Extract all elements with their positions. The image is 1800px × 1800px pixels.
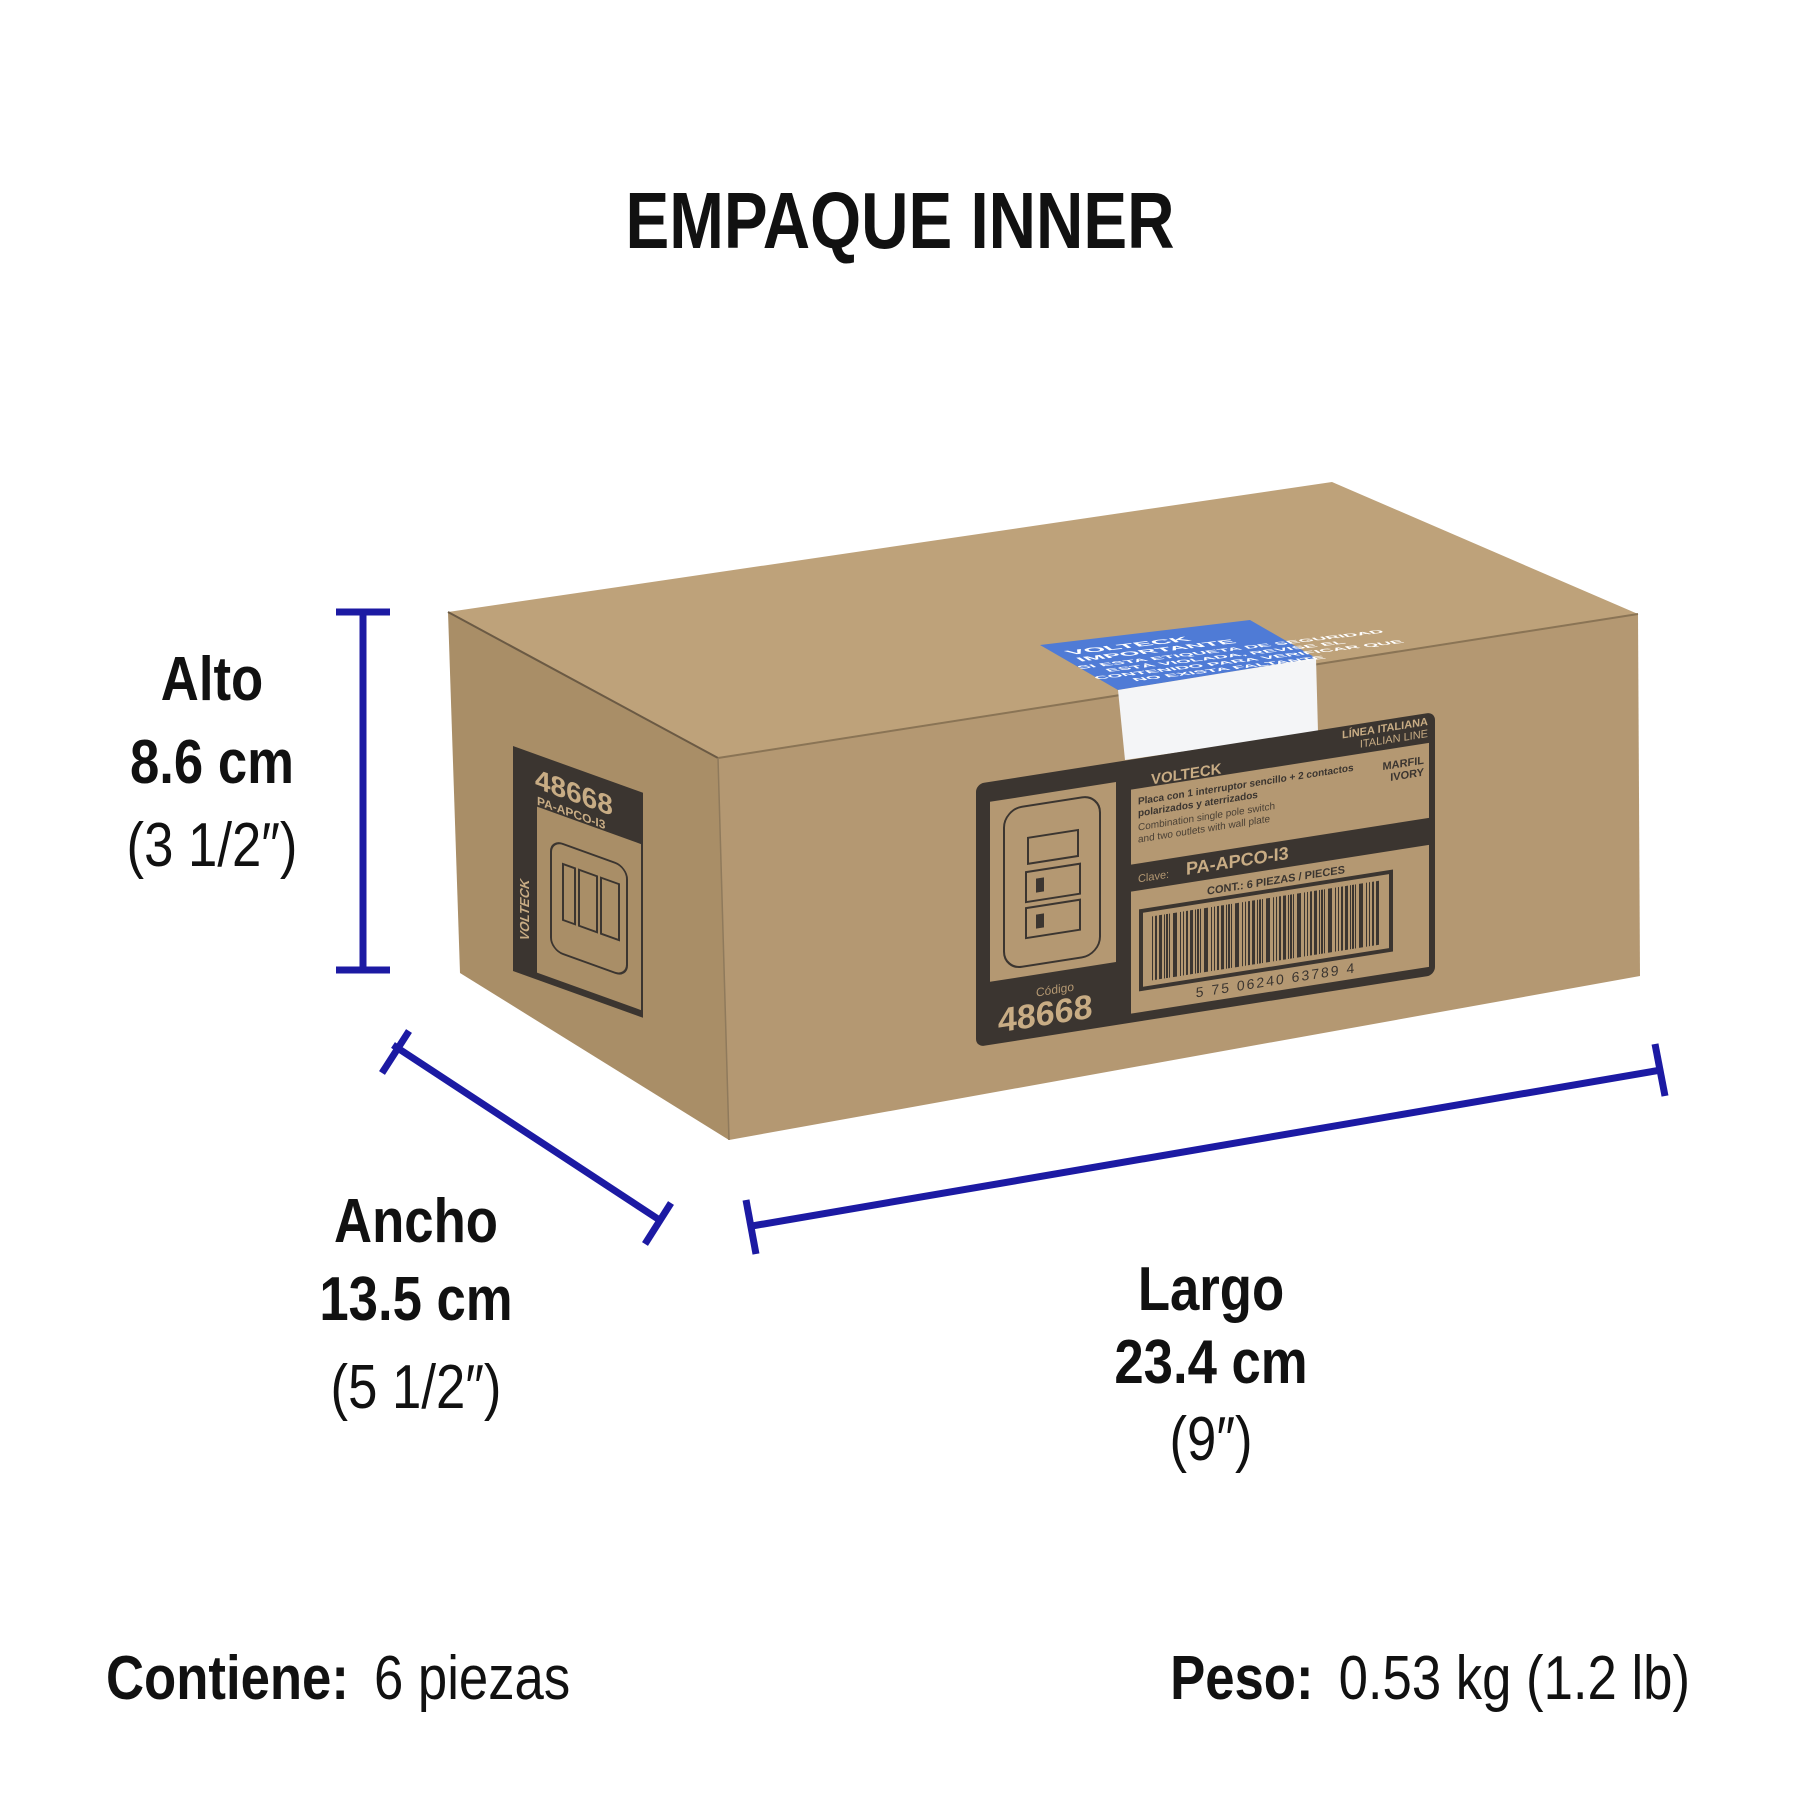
barcode-bar xyxy=(1290,894,1292,959)
barcode-bar xyxy=(1200,908,1201,973)
barcode-bar xyxy=(1186,910,1188,976)
barcode-bar xyxy=(1266,897,1270,963)
weight-value: 0.53 kg (1.2 lb) xyxy=(1339,1644,1690,1713)
barcode-bar xyxy=(1248,900,1250,966)
barcode-bar xyxy=(1324,889,1325,954)
barcode-bar xyxy=(1166,913,1168,979)
alto-imperial: (3 1/2″) xyxy=(127,811,298,880)
length-dimension-line xyxy=(742,1043,1669,1255)
barcode-bar xyxy=(1366,882,1367,947)
barcode-bar xyxy=(1183,911,1184,976)
barcode-bar xyxy=(1164,914,1165,979)
barcode-bar xyxy=(1335,887,1336,952)
barcode-bar xyxy=(1321,889,1323,954)
barcode-bar xyxy=(1359,883,1363,948)
barcode-bar xyxy=(1297,892,1301,958)
cardboard-box: VOLTECK IMPORTANTE SI ESTA ETIQUETA DE S… xyxy=(447,482,1640,1141)
page-title: EMPAQUE INNER xyxy=(625,176,1174,266)
barcode-bar xyxy=(1283,895,1286,960)
width-dimension-line xyxy=(379,1029,674,1246)
dimension-lines xyxy=(336,608,1669,1255)
barcode-bar xyxy=(1307,891,1308,957)
barcode-bar xyxy=(1173,912,1177,978)
ancho-metric: 13.5 cm xyxy=(319,1265,512,1334)
barcode-bar xyxy=(1159,914,1162,980)
barcode-bar xyxy=(1195,909,1196,974)
box-top-face xyxy=(448,482,1638,758)
barcode-bar xyxy=(1242,902,1243,967)
largo-imperial: (9″) xyxy=(1169,1405,1252,1474)
codigo-label: Código xyxy=(1036,980,1074,1000)
barcode-bar xyxy=(1279,896,1281,961)
barcode-bar xyxy=(1217,905,1219,971)
barcode-bar xyxy=(1197,908,1199,974)
side-label: 48668 PA-APCO-I3 VOLTECK xyxy=(513,746,643,1018)
side-brand: VOLTECK xyxy=(517,876,532,943)
largo-metric: 23.4 cm xyxy=(1114,1328,1307,1397)
barcode-bar xyxy=(1328,888,1332,953)
plate-illustration xyxy=(990,782,1116,982)
barcode-bar xyxy=(1338,887,1339,952)
barcode-bar xyxy=(1369,882,1370,947)
clave-label: Clave: xyxy=(1138,869,1169,886)
weight-label: Peso: xyxy=(1170,1644,1313,1713)
barcode-bar xyxy=(1155,915,1157,980)
contents-value: 6 piezas xyxy=(374,1644,570,1713)
security-sticker: VOLTECK IMPORTANTE SI ESTA ETIQUETA DE S… xyxy=(1040,620,1406,760)
alto-label: Alto xyxy=(161,645,263,714)
barcode-bar xyxy=(1310,891,1312,956)
product-label: Código 48668 LÍNEA ITALIANA ITALIAN LINE… xyxy=(976,713,1435,1046)
largo-label: Largo xyxy=(1138,1255,1284,1324)
barcode-bar xyxy=(1273,897,1274,962)
barcode-bar xyxy=(1259,899,1261,964)
barcode-bar xyxy=(1262,898,1263,964)
barcode-bar xyxy=(1350,885,1351,950)
ancho-imperial: (5 1/2″) xyxy=(331,1353,502,1422)
barcode-bar xyxy=(1257,899,1258,964)
ancho-label: Ancho xyxy=(334,1187,498,1256)
alto-metric: 8.6 cm xyxy=(130,728,294,797)
barcode-bar xyxy=(1245,901,1246,966)
barcode xyxy=(1152,880,1379,981)
barcode-bar xyxy=(1235,902,1239,968)
barcode-bar xyxy=(1288,894,1289,960)
barcode-bar xyxy=(1355,884,1356,949)
barcode-bar xyxy=(1319,889,1320,955)
barcode-bar xyxy=(1352,884,1354,949)
barcode-bar xyxy=(1345,885,1348,951)
barcode-bar xyxy=(1376,880,1379,946)
weight-info: Peso: 0.53 kg (1.2 lb) xyxy=(1170,1644,1690,1713)
barcode-bar xyxy=(1252,900,1255,965)
barcode-bar xyxy=(1304,892,1305,957)
contents-label: Contiene: xyxy=(106,1644,349,1713)
barcode-bar xyxy=(1226,904,1227,969)
barcode-bar xyxy=(1372,881,1374,946)
contents-info: Contiene: 6 piezas xyxy=(106,1644,570,1713)
barcode-bar xyxy=(1214,906,1215,971)
barcode-bar xyxy=(1314,890,1317,955)
barcode-bar xyxy=(1152,916,1153,981)
barcode-bar xyxy=(1211,906,1212,972)
height-dimension-line xyxy=(336,608,390,974)
barcode-bar xyxy=(1228,904,1230,969)
barcode-bar xyxy=(1180,911,1181,976)
barcode-bar xyxy=(1169,913,1170,978)
barcode-bar xyxy=(1221,905,1224,970)
barcode-bar xyxy=(1231,903,1232,968)
barcode-bar xyxy=(1190,909,1193,975)
color-en: IVORY xyxy=(1390,767,1424,784)
barcode-bar xyxy=(1204,907,1208,973)
barcode-bar xyxy=(1276,896,1277,961)
barcode-bar xyxy=(1293,894,1294,959)
barcode-bar xyxy=(1341,886,1343,951)
